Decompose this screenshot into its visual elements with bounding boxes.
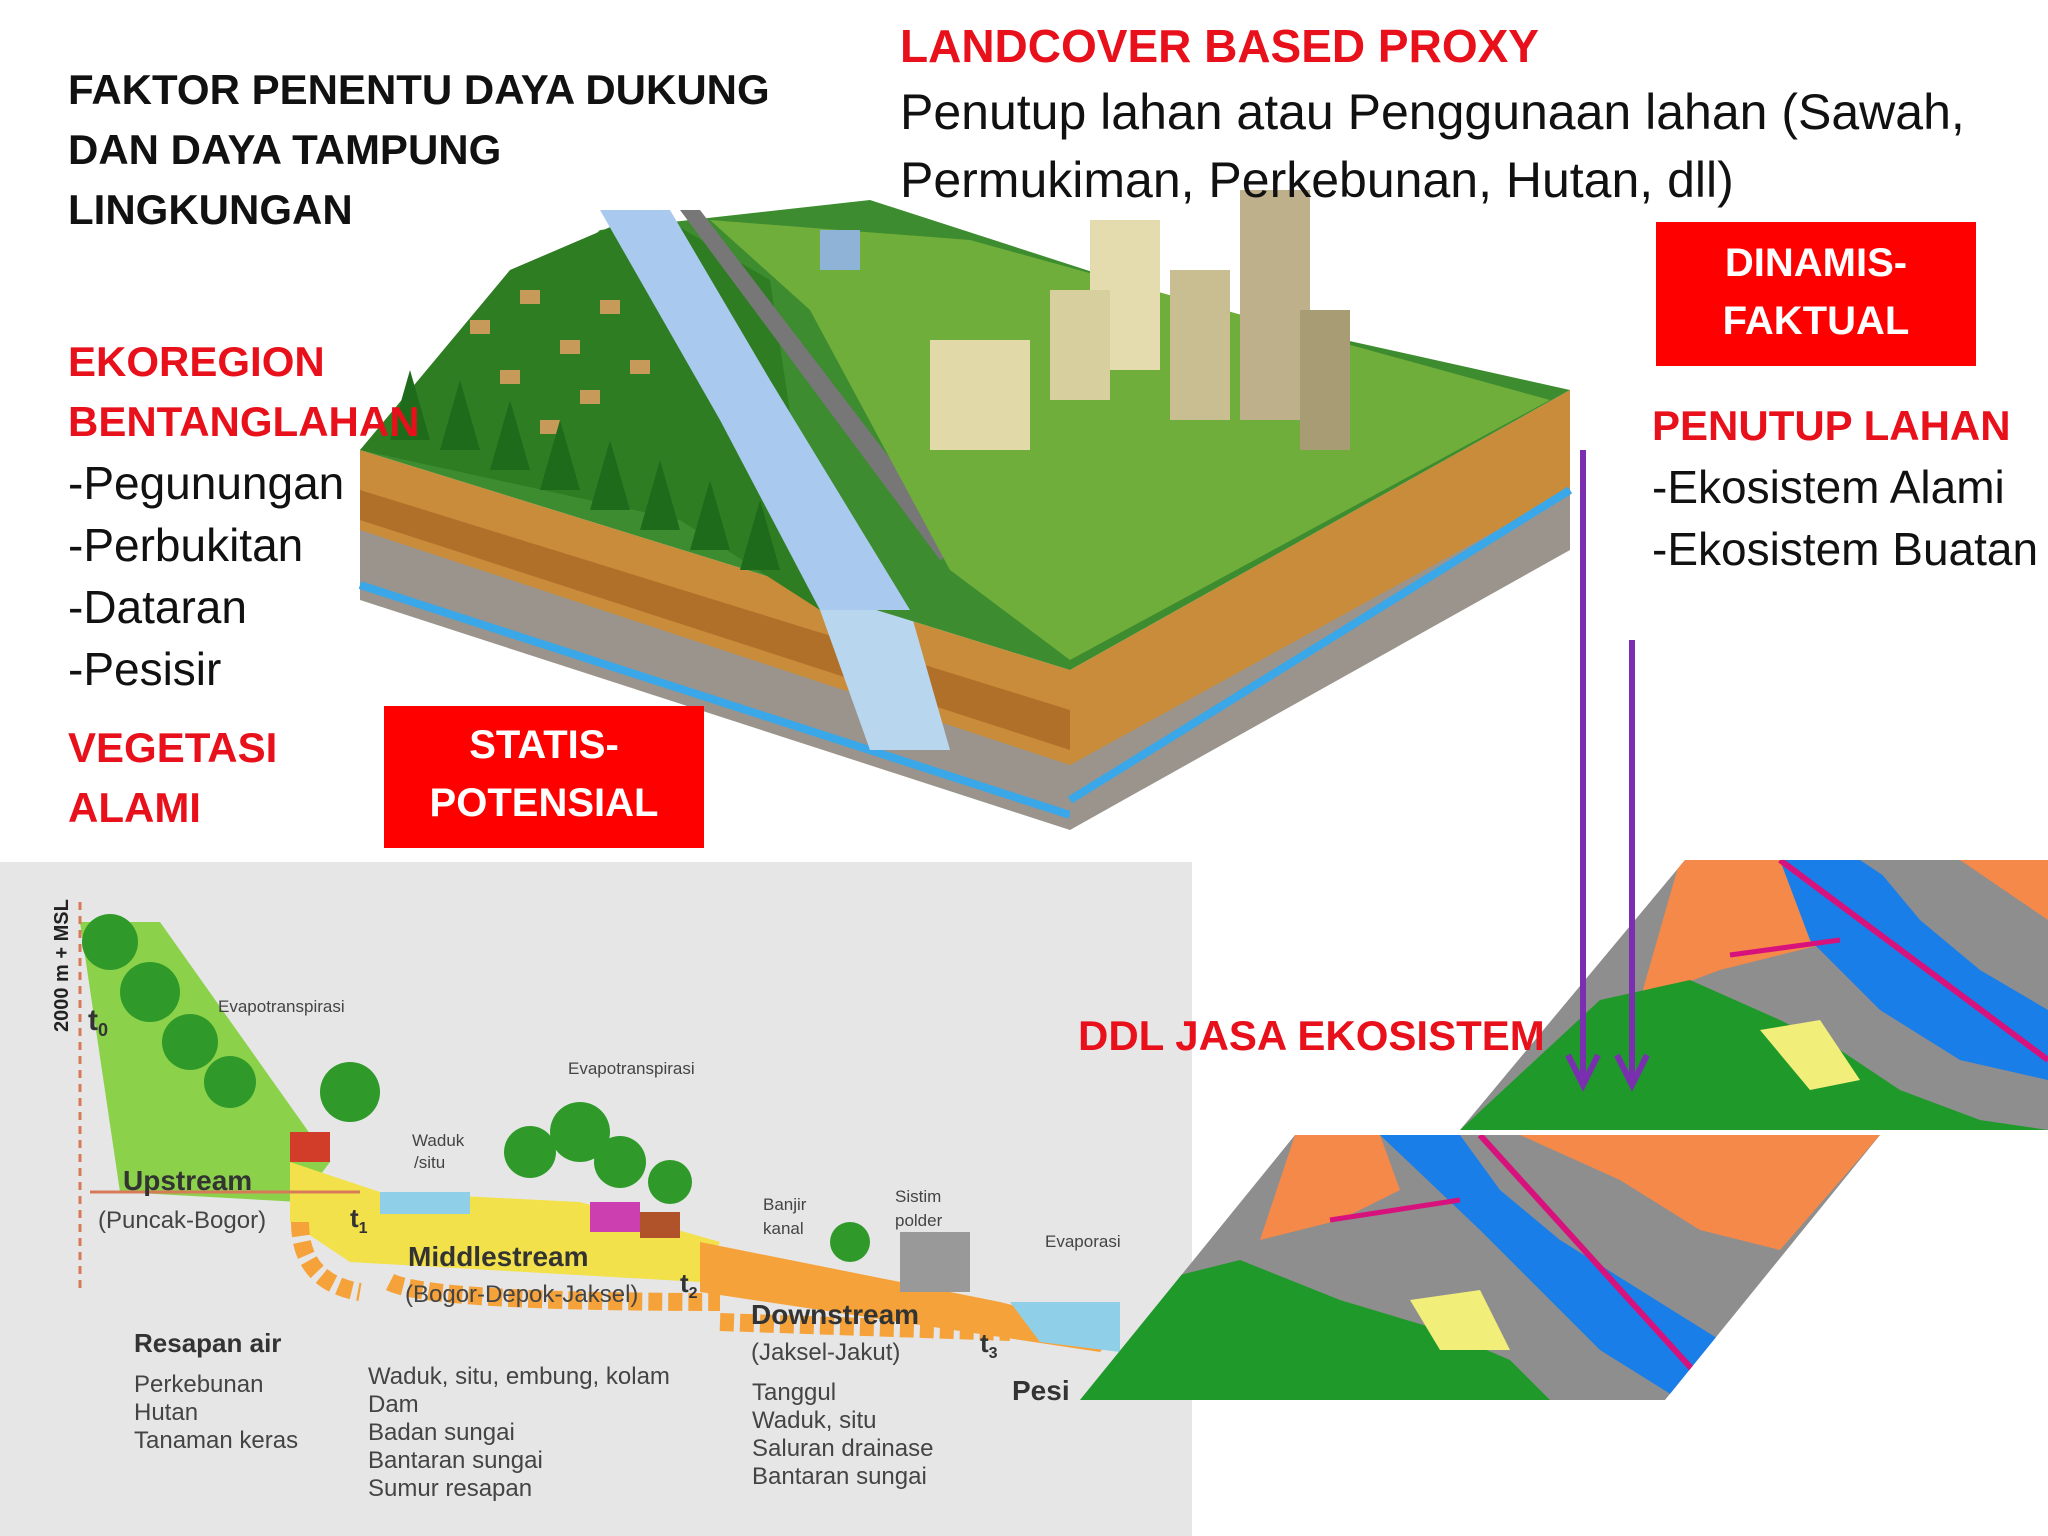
- middlestream-label: Middlestream: [408, 1241, 589, 1272]
- sistim-label-1: Sistim: [895, 1187, 941, 1206]
- house-3: [640, 1212, 680, 1238]
- upstream-label: Upstream: [123, 1165, 252, 1196]
- purple-arrows: [1565, 450, 1650, 1092]
- penutup-item-1: -Ekosistem Alami: [1652, 461, 2005, 513]
- house-1: [290, 1132, 330, 1162]
- time-t1: t1: [350, 1203, 368, 1237]
- middle-item-5: Sumur resapan: [368, 1475, 532, 1502]
- vegetasi-line-1: VEGETASI: [68, 724, 278, 771]
- penutup-block: PENUTUP LAHAN -Ekosistem Alami -Ekosiste…: [1652, 396, 2038, 580]
- evap-label-2: Evapotranspirasi: [568, 1059, 695, 1078]
- map-layer-top: [1460, 860, 2048, 1130]
- downstream-land: [700, 1242, 1120, 1352]
- landcover-text-2: Permukiman, Perkebunan, Hutan, dll): [900, 152, 1734, 208]
- statis-potensial-box: STATIS- POTENSIAL: [384, 706, 704, 848]
- resapan-item-3: Tanaman keras: [134, 1427, 298, 1454]
- ekoregion-heading-1: EKOREGION: [68, 338, 325, 385]
- banjir-label-2: kanal: [763, 1219, 804, 1238]
- front-trees: [390, 370, 780, 570]
- tower-1: [1240, 190, 1310, 420]
- vegetasi-line-2: ALAMI: [68, 784, 201, 831]
- block-right-soil: [1070, 390, 1570, 765]
- groundwater-line: [358, 581, 1072, 819]
- river-surface: [600, 210, 910, 610]
- main-title-line-3: LINGKUNGAN: [68, 186, 353, 233]
- profile-trees: [82, 914, 870, 1262]
- middle-item-2: Dam: [368, 1391, 419, 1418]
- dinamis-line-2: FAKTUAL: [1722, 299, 1910, 343]
- elevation-label: 2000 m + MSL: [51, 899, 73, 1032]
- middle-item-4: Bantaran sungai: [368, 1447, 543, 1474]
- block-left-face: [360, 520, 1070, 830]
- ekoregion-item-1: -Pegunungan: [68, 457, 345, 509]
- arrow-1-head: [1565, 1053, 1601, 1092]
- vegetasi-block: VEGETASI ALAMI: [68, 718, 277, 838]
- resapan-item-1: Perkebunan: [134, 1371, 263, 1398]
- time-t0: t0: [88, 1004, 108, 1040]
- road: [680, 210, 960, 560]
- middle-item-3: Badan sungai: [368, 1419, 515, 1446]
- middlestream-land: [290, 1162, 720, 1282]
- time-t2: t2: [680, 1268, 698, 1302]
- upstream-sub: (Puncak-Bogor): [98, 1207, 266, 1234]
- evap-label-1: Evapotranspirasi: [218, 997, 345, 1016]
- main-title-line-1: FAKTOR PENENTU DAYA DUKUNG: [68, 66, 770, 113]
- house-2: [590, 1202, 640, 1232]
- main-title-line-2: DAN DAYA TAMPUNG: [68, 126, 502, 173]
- map-layer-bottom: [1080, 1135, 1880, 1400]
- downstream-label: Downstream: [751, 1299, 919, 1330]
- block-right-face: [1070, 470, 1570, 830]
- river-cut: [820, 610, 950, 750]
- landcover-text-1: Penutup lahan atau Penggunaan lahan (Saw…: [900, 84, 1965, 140]
- hill-houses: [470, 290, 650, 434]
- downstream-sub: (Jaksel-Jakut): [751, 1339, 900, 1366]
- time-t3: t3: [980, 1328, 998, 1362]
- down-item-3: Saluran drainase: [752, 1435, 933, 1462]
- urban-green: [710, 220, 1550, 660]
- ddl-label: DDL JASA EKOSISTEM: [1078, 1012, 1545, 1059]
- watershed-profile-diagram: 2000 m + MSL t0 t1 t2 t3 Evapotranspiras…: [0, 862, 1192, 1536]
- sistim-label-2: polder: [895, 1211, 943, 1230]
- ekoregion-item-3: -Dataran: [68, 581, 247, 633]
- down-item-1: Tanggul: [752, 1379, 836, 1406]
- tower-5: [1300, 310, 1350, 450]
- penutup-heading: PENUTUP LAHAN: [1652, 402, 2011, 449]
- resapan-item-2: Hutan: [134, 1399, 198, 1426]
- flow-arrows: [291, 1221, 1011, 1341]
- evaporasi-label: Evaporasi: [1045, 1232, 1121, 1251]
- reservoir-water: [380, 1192, 470, 1214]
- tower-6: [930, 340, 1030, 450]
- statis-line-2: POTENSIAL: [429, 781, 659, 825]
- down-item-4: Bantaran sungai: [752, 1463, 927, 1490]
- tower-4: [1050, 290, 1110, 400]
- groundwater-line-right: [1067, 486, 1573, 804]
- pesisir-label: Pesi: [1012, 1375, 1070, 1406]
- tower-2: [1170, 270, 1230, 420]
- ekoregion-item-2: -Perbukitan: [68, 519, 304, 571]
- profile-background: [0, 862, 1192, 1536]
- landcover-heading: LANDCOVER BASED PROXY: [900, 20, 1539, 72]
- arrow-2-head: [1614, 1053, 1650, 1092]
- tower-7: [820, 230, 860, 270]
- waduk-label-2: /situ: [414, 1153, 445, 1172]
- ekoregion-block: EKOREGION BENTANGLAHAN -Pegunungan -Perb…: [68, 332, 420, 700]
- landcover-map-layers: [1080, 860, 2048, 1400]
- middle-item-1: Waduk, situ, embung, kolam: [368, 1363, 670, 1390]
- dinamis-faktual-box: DINAMIS- FAKTUAL: [1656, 222, 1976, 366]
- ekoregion-heading-2: BENTANGLAHAN: [68, 398, 420, 445]
- waduk-label-1: Waduk: [412, 1131, 465, 1150]
- landcover-block: LANDCOVER BASED PROXY Penutup lahan atau…: [900, 14, 1965, 214]
- statis-line-1: STATIS-: [469, 723, 619, 767]
- main-title: FAKTOR PENENTU DAYA DUKUNG DAN DAYA TAMP…: [68, 60, 770, 240]
- city-block: [900, 1232, 970, 1292]
- landscape-block-diagram: [358, 190, 1573, 830]
- sea-water: [1010, 1302, 1120, 1352]
- penutup-item-2: -Ekosistem Buatan: [1652, 523, 2039, 575]
- down-item-2: Waduk, situ: [752, 1407, 877, 1434]
- middlestream-sub: (Bogor-Depok-Jaksel): [405, 1281, 638, 1308]
- resapan-heading: Resapan air: [134, 1328, 281, 1358]
- banjir-label-1: Banjir: [763, 1195, 807, 1214]
- dinamis-line-1: DINAMIS-: [1724, 241, 1908, 285]
- ekoregion-item-4: -Pesisir: [68, 643, 222, 695]
